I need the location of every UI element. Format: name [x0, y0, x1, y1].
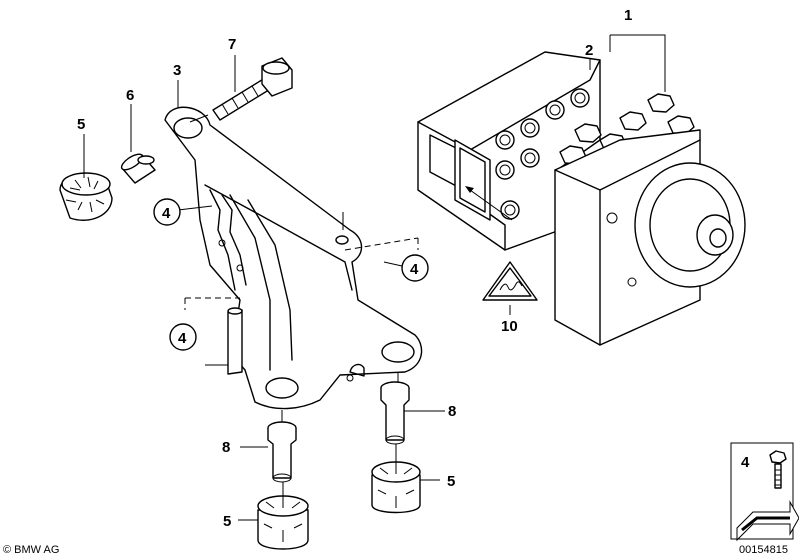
copyright-text: © BMW AG: [3, 544, 59, 556]
callout-6: 6: [126, 87, 134, 104]
rubber-mount-right: [371, 444, 421, 514]
callout-4-a: 4: [162, 205, 171, 222]
mounting-bracket: [164, 106, 423, 410]
callout-4-circle: [169, 323, 197, 351]
callout-7: 7: [228, 36, 236, 53]
callout-3: 3: [173, 62, 181, 79]
spacer-sleeve: [120, 153, 156, 184]
callout-4-circle: [153, 198, 181, 226]
callout-2: 2: [585, 42, 593, 59]
guide-pin-left: [267, 410, 297, 483]
hex-bolt: [189, 57, 293, 123]
callout-4-legend: 4: [741, 454, 750, 471]
image-number: 00154815: [739, 544, 788, 556]
guide-pin-right: [380, 372, 410, 445]
warning-label-icon: [482, 261, 538, 301]
callout-10: 10: [501, 318, 518, 335]
callout-4-b: 4: [410, 261, 419, 278]
hydraulic-unit: [417, 51, 746, 346]
legend-direction-arrow-icon: [736, 500, 799, 542]
leader-lines: [83, 34, 666, 521]
callout-5-right: 5: [447, 473, 455, 490]
rubber-mount-bottom: [257, 482, 309, 550]
callout-8-right: 8: [448, 403, 456, 420]
legend-box: 4: [730, 442, 799, 542]
legend-bolt-icon: [769, 450, 787, 489]
callout-5-bottom: 5: [223, 513, 231, 530]
callout-4-circle: [401, 254, 429, 282]
callout-1: 1: [624, 7, 632, 24]
callout-8-left: 8: [222, 439, 230, 456]
callout-5-left: 5: [77, 116, 85, 133]
callout-4-c: 4: [178, 330, 187, 347]
rubber-mount-left: [59, 172, 113, 221]
